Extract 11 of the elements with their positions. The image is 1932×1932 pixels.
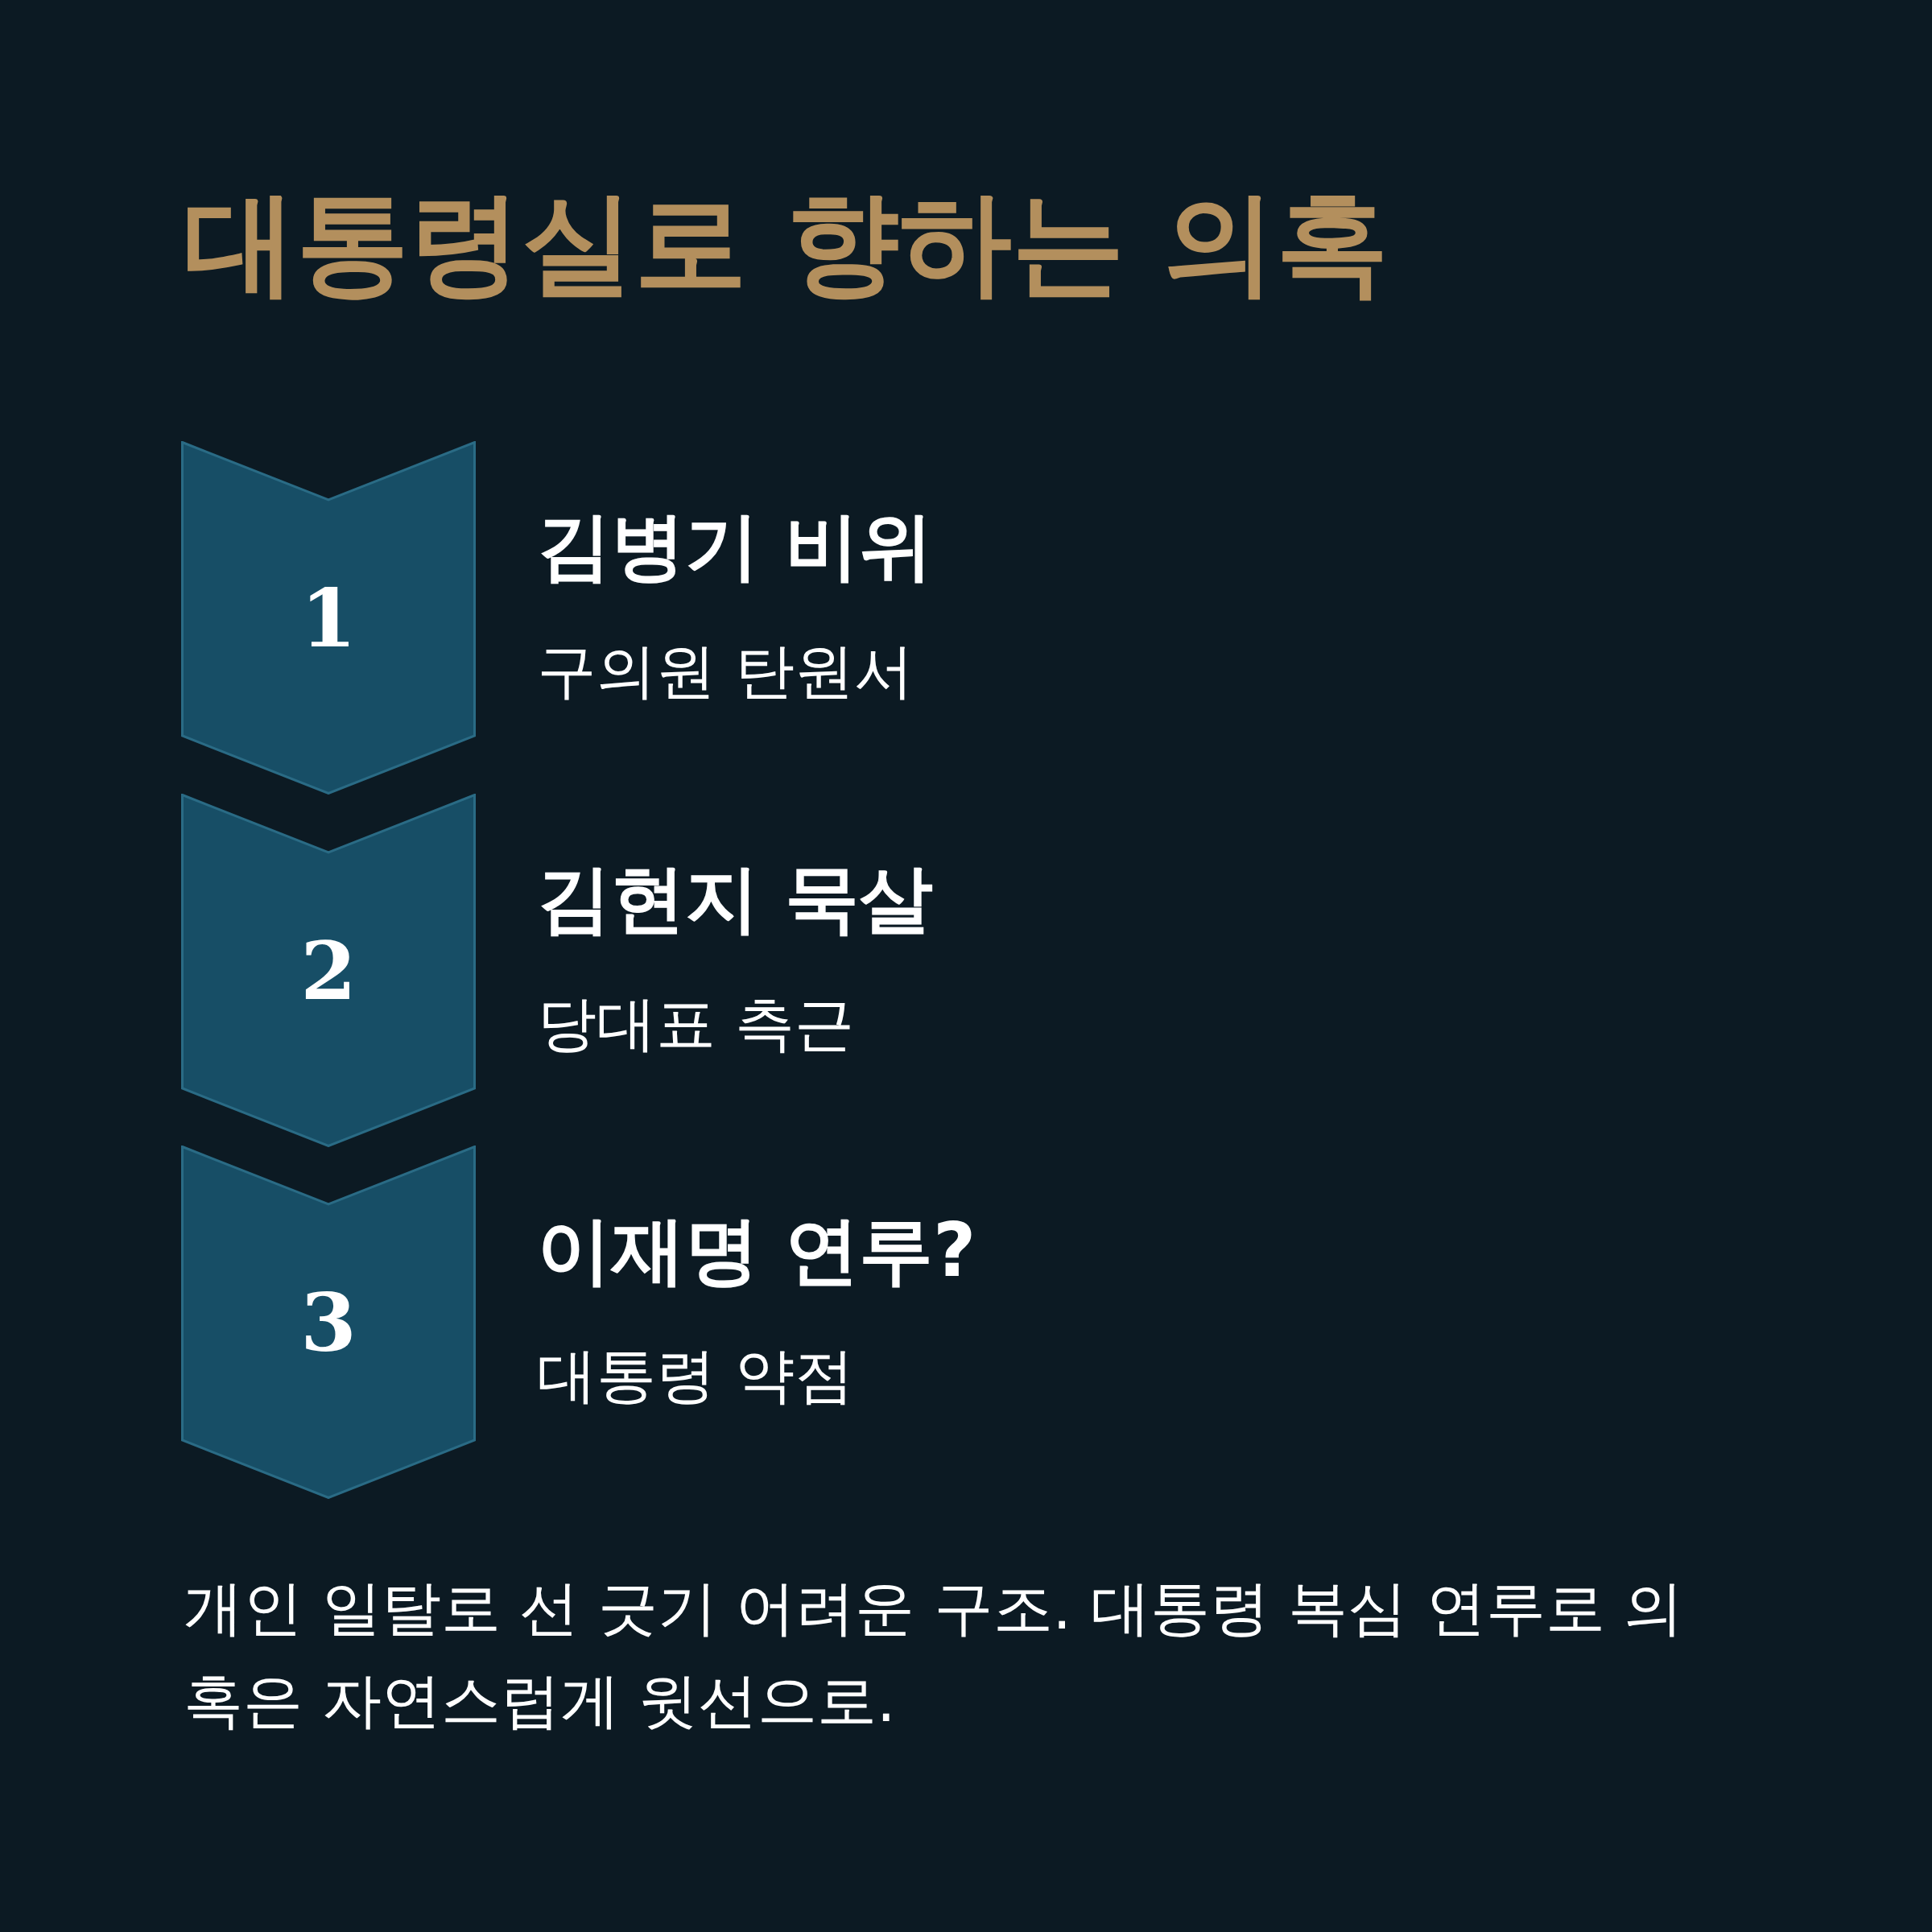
step-number: 1 — [299, 578, 357, 658]
step-number: 2 — [299, 931, 357, 1011]
step-subtitle: 대통령 약점 — [537, 1343, 854, 1409]
title: 대통령실로 향하는 의혹 — [184, 181, 1389, 305]
step-heading: 김현지 묵살 — [537, 858, 934, 940]
footnote-text: 개인 일탈로 선 긋기 어려운 구조. 대통령 복심 연루로 의혹은 자연스럽게 윗선으로. — [184, 1572, 1685, 1736]
step-subtitle: 구의원 탄원서 — [537, 638, 914, 704]
step-subtitle: 당대표 측근 — [537, 991, 854, 1057]
step-heading: 이재명 연루? — [537, 1210, 976, 1292]
step-heading: 김병기 비위 — [537, 506, 934, 588]
step-number: 3 — [299, 1282, 357, 1363]
